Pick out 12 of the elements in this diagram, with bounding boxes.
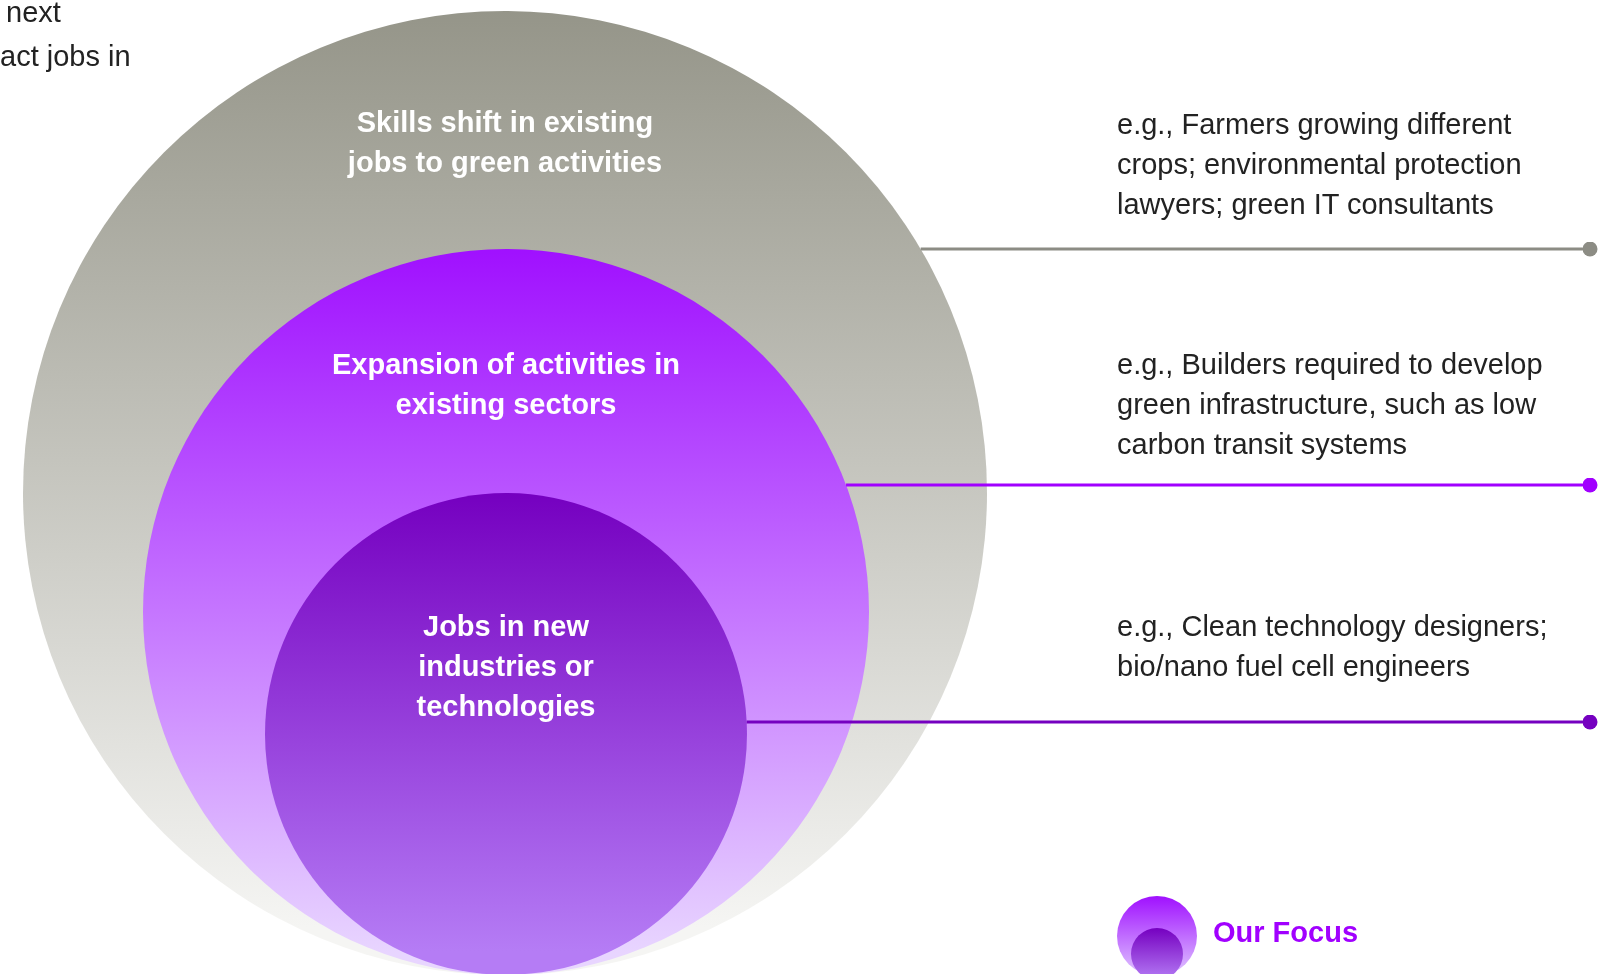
partial-text: next: [6, 0, 61, 29]
leader-line: [920, 241, 1598, 257]
leader-line: [746, 714, 1598, 730]
leader-line: [846, 477, 1598, 493]
legend-label: Our Focus: [1213, 916, 1358, 949]
partial-text: act jobs in: [0, 40, 131, 73]
example-text: e.g., Farmers growing different crops; environmental protection lawyers; green IT consultants: [1117, 107, 1523, 222]
circle-label: Skills shift in existing jobs to green activities: [346, 105, 664, 180]
circle-label: Expansion of activities in existing sectors: [330, 347, 682, 422]
example-text: e.g., Clean technology designers; bio/nano fuel cell engineers: [1117, 609, 1549, 684]
circle-label: Jobs in new industries or technologies: [415, 609, 597, 724]
example-text: e.g., Builders required to develop green infrastructure, such as low carbon transit systems: [1117, 347, 1544, 462]
